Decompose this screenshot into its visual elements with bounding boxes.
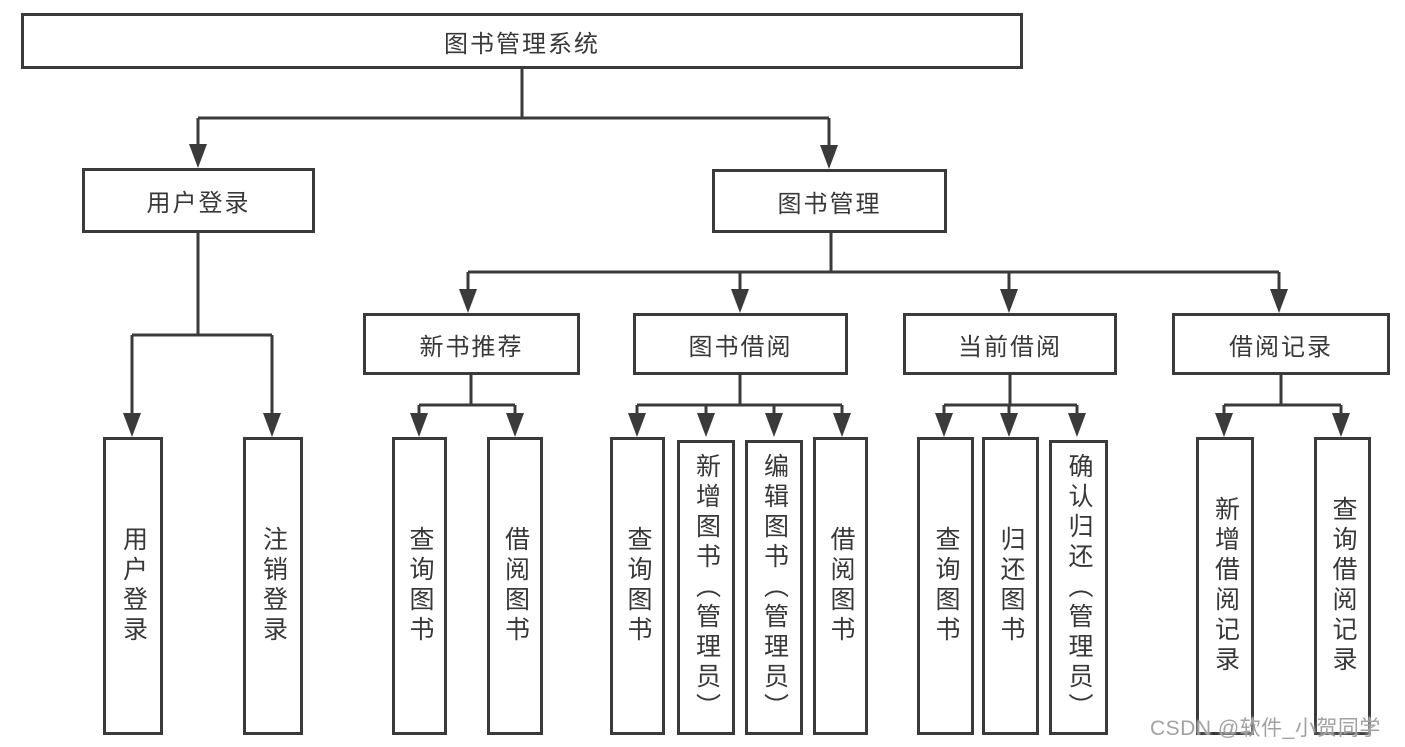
leaf-add-books-admin: 新增图书（管理员） — [677, 440, 735, 735]
leaf-confirm-return-admin: 确认归还（管理员） — [1049, 440, 1108, 735]
node-book-borrow: 图书借阅 — [633, 313, 848, 375]
leaf-borrow-books-recommend: 借阅图书 — [487, 437, 543, 735]
leaf-borrow-books-borrow: 借阅图书 — [813, 437, 868, 735]
connector-user-login-to-leaves — [123, 233, 281, 437]
connector-new-book-recommend-to-leaves — [410, 375, 524, 437]
leaf-edit-books-admin: 编辑图书（管理员） — [745, 440, 803, 735]
node-user-login: 用户登录 — [82, 168, 315, 233]
node-root-system: 图书管理系统 — [21, 13, 1023, 69]
node-borrow-records: 借阅记录 — [1172, 313, 1390, 375]
leaf-query-books-current: 查询图书 — [917, 437, 974, 735]
node-book-management: 图书管理 — [712, 169, 947, 233]
leaf-return-books: 归还图书 — [982, 437, 1039, 735]
leaf-add-borrow-record: 新增借阅记录 — [1196, 437, 1254, 735]
node-current-borrow: 当前借阅 — [903, 313, 1117, 375]
leaf-logout: 注销登录 — [243, 437, 303, 735]
connector-root-to-level2 — [189, 69, 838, 169]
leaf-user-login: 用户登录 — [103, 437, 163, 735]
connector-book-management-to-level3 — [459, 233, 1288, 313]
leaf-query-books-recommend: 查询图书 — [392, 437, 447, 735]
csdn-watermark: CSDN @软件_小贺同学 — [1150, 717, 1381, 740]
connector-book-borrow-to-leaves — [628, 375, 851, 437]
connector-current-borrow-to-leaves — [935, 375, 1086, 437]
leaf-query-books-borrow: 查询图书 — [610, 437, 665, 735]
leaf-query-borrow-record: 查询借阅记录 — [1314, 437, 1371, 735]
node-new-book-recommend: 新书推荐 — [363, 313, 580, 375]
connector-borrow-records-to-leaves — [1215, 375, 1350, 437]
